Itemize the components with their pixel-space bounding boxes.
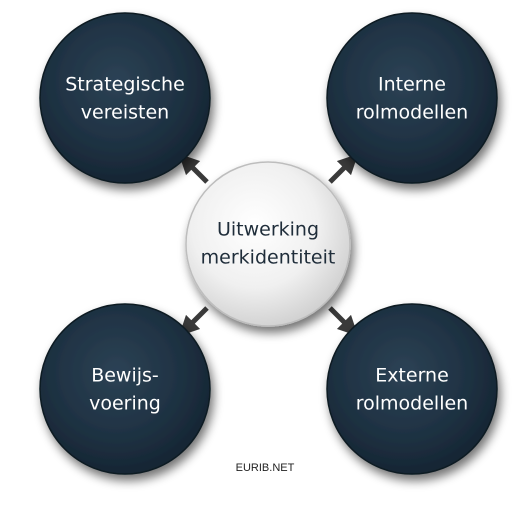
node-bewijsvoering: Bewijs- voering [39, 303, 211, 475]
node-label-line2: rolmodellen [356, 102, 468, 124]
node-label-line1: Strategische [65, 74, 185, 96]
arrow-to-bottom-left [178, 306, 209, 337]
node-label-line2: rolmodellen [356, 393, 468, 415]
node-label-line1: Interne [378, 74, 446, 96]
node-strategische-vereisten: Strategische vereisten [39, 12, 211, 184]
center-label-line1: Uitwerking [217, 219, 319, 241]
node-circle [39, 12, 211, 184]
node-externe-rolmodellen: Externe rolmodellen [326, 303, 498, 475]
center-circle [185, 161, 351, 327]
node-circle [326, 12, 498, 184]
node-uitwerking-merkidentiteit: Uitwerking merkidentiteit [185, 161, 351, 327]
arrow-to-bottom-right [328, 306, 359, 337]
node-interne-rolmodellen: Interne rolmodellen [326, 12, 498, 184]
node-circle [326, 303, 498, 475]
center-label-line2: merkidentiteit [201, 247, 336, 269]
node-label-line2: voering [89, 393, 161, 415]
node-circle [39, 303, 211, 475]
node-label-line2: vereisten [81, 102, 169, 124]
node-label-line1: Externe [375, 365, 449, 387]
credit-label: EURIB.NET [236, 462, 295, 474]
node-label-line1: Bewijs- [91, 365, 159, 387]
arrow-to-top-right [328, 153, 359, 184]
arrow-to-top-left [178, 153, 209, 184]
